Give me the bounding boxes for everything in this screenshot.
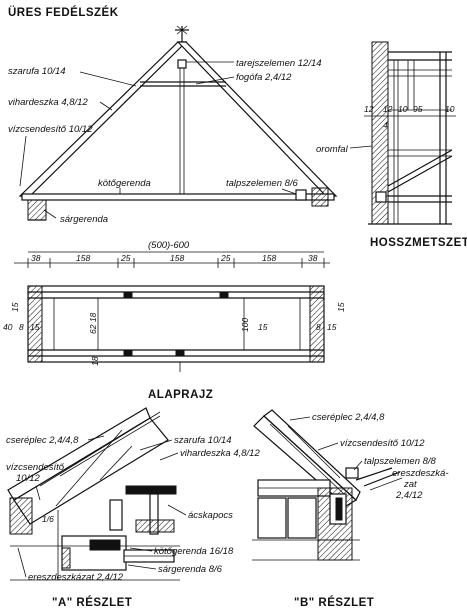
plan-side-8-left: 8 [19,322,24,332]
ridge-purlin [177,59,187,69]
label-a-vizcsendesito: vízcsendesítő [6,462,65,473]
plan-dim-5: 158 [262,253,276,263]
label-a-szarufa: szarufa 10/14 [174,435,232,446]
plan-dim-15-vert: 15 [10,302,20,312]
plan-side-8-right: 8 [316,322,321,332]
plan-side-15-far: 15 [327,322,337,332]
title-alaprajz: ALAPRAJZ [148,389,213,401]
long-dim-5: 4 [383,120,388,130]
plan-dim-4: 25 [220,253,231,263]
plan-outline [27,285,325,363]
cross-section [18,25,338,221]
label-a-cserepléc: cseréplec 2,4/4,8 [6,435,79,446]
plan-dim-2: 25 [120,253,131,263]
plan-side-15-left: 15 [30,322,40,332]
long-dim-3: 95 [413,104,423,114]
left-wallplate [27,199,47,221]
right-wallplate [311,187,329,207]
label-b-ereszdeszka-size: 2,4/12 [395,490,423,501]
label-b-cserepléc: cseréplec 2,4/4,8 [312,412,385,423]
title-hosszmetszet: HOSSZMETSZET [370,237,467,249]
label-fogofa: fogófa 2,4/12 [236,72,292,83]
plan-dim-6: 38 [308,253,318,263]
cross-section-labels: szarufa 10/14 vihardeszka 4,8/12 vízcsen… [8,58,322,225]
label-a-ereszdeszkazat: ereszdeszkázat 2,4/12 [28,572,124,583]
tie-beam [21,193,335,201]
detail-a: cseréplec 2,4/4,8 vízcsendesítő 10/12 sz… [6,407,260,609]
title-b-reszlet: "B" RÉSZLET [294,596,374,609]
label-a-vihardeszka: vihardeszka 4,8/12 [180,448,260,459]
label-b-ereszdeszka-2: zat [403,479,417,490]
label-vizcsendesito: vízcsendesítő 10/12 [8,124,93,135]
page-title: ÜRES FEDÉLSZÉK [8,6,119,19]
label-oromfal: oromfal [316,144,349,155]
label-szarufa: szarufa 10/14 [8,66,66,77]
label-a-sargerenda: sárgerenda 8/6 [158,564,223,575]
label-a-acskapocs: ácskapocs [188,510,233,521]
floor-plan: (500)-600 38 158 25 158 25 158 38 [3,240,346,401]
longitudinal-section: 12 12 10 95 10 4 oromfal HOSSZMETSZET [316,41,467,249]
detail-b: cseréplec 2,4/4,8 vízcsendesítő 10/12 ta… [252,409,449,609]
plan-side-15-right: 15 [258,322,268,332]
long-dim-4: 10 [445,104,455,114]
label-sargerenda: sárgerenda [60,214,108,225]
label-talpszelemen: talpszelemen 8/6 [226,178,299,189]
plan-dim-15-vert-right: 15 [336,302,346,312]
label-b-ereszdeszka: ereszdeszká- [392,468,449,479]
plan-dim-0: 38 [31,253,41,263]
label-a-kotogerenda: kötőgerenda 16/18 [154,546,234,557]
label-tarejszelemen: tarejszelemen 12/14 [236,58,322,69]
long-dim-2: 10 [398,104,408,114]
label-kotogerenda: kötőgerenda [98,178,151,189]
label-a-slope: 1/6 [42,514,54,524]
label-b-talpszelemen: talpszelemen 8/8 [364,456,437,467]
plan-dim-18: 18 [90,356,100,366]
plan-dim-3: 158 [170,253,184,263]
label-vihardeszka: vihardeszka 4,8/12 [8,97,88,108]
plan-side-40: 40 [3,322,13,332]
label-a-vizcsendesito-size: 10/12 [16,473,40,484]
long-dim-1: 12 [383,104,393,114]
label-b-vizcsendesito: vízcsendesítő 10/12 [340,438,425,449]
plan-overall-dim: (500)-600 [148,240,190,251]
title-a-reszlet: "A" RÉSZLET [52,596,132,609]
plan-dim-6218: 62 18 [88,312,98,334]
plan-dim-1: 158 [76,253,90,263]
long-dim-0: 12 [364,104,374,114]
plan-dim-100: 100 [240,318,250,332]
